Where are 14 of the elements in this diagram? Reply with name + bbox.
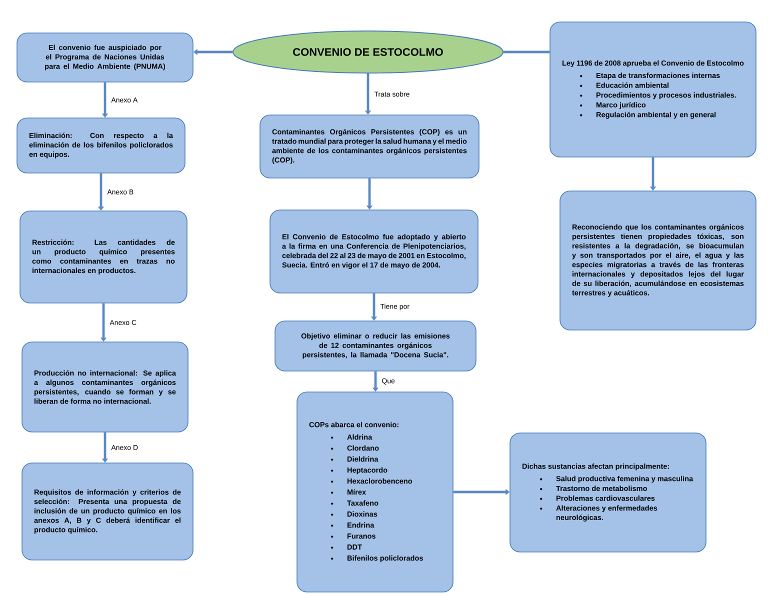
process-box bbox=[510, 432, 706, 552]
process-box bbox=[22, 342, 188, 432]
process-box bbox=[274, 320, 476, 372]
process-box bbox=[550, 22, 756, 158]
title-ellipse bbox=[232, 30, 504, 74]
title-text: CONVENIO DE ESTOCOLMO bbox=[293, 48, 443, 56]
process-box bbox=[22, 462, 194, 560]
process-box bbox=[296, 392, 454, 592]
process-box bbox=[270, 210, 478, 294]
process-box bbox=[260, 114, 480, 178]
process-box bbox=[20, 210, 188, 304]
process-box bbox=[16, 118, 186, 174]
process-box bbox=[16, 32, 194, 82]
process-box bbox=[560, 190, 756, 330]
